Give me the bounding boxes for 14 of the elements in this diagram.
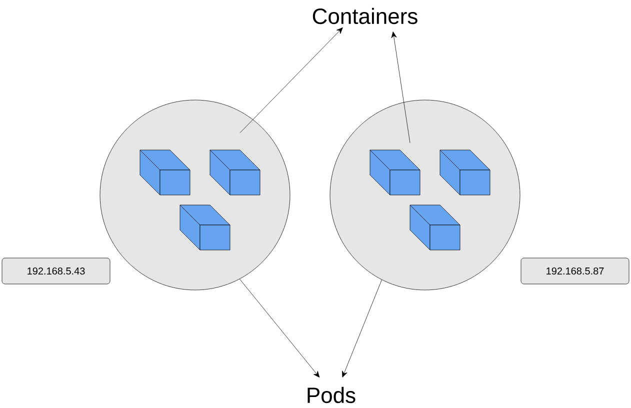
container-cube — [180, 204, 230, 250]
arrow — [342, 280, 382, 378]
heading: Pods — [308, 386, 356, 404]
container-cube — [440, 150, 490, 196]
ip-address-box: 192.168.5.43 — [2, 258, 110, 284]
arrow — [240, 27, 343, 133]
container-cube — [140, 150, 190, 196]
container-cube — [410, 204, 460, 250]
container-cube — [210, 150, 260, 196]
ip-address-box: 192.168.5.87 — [520, 258, 630, 284]
container-cube — [370, 150, 420, 196]
arrow — [240, 278, 320, 378]
heading: Containers — [312, 8, 418, 24]
arrow — [391, 32, 410, 143]
